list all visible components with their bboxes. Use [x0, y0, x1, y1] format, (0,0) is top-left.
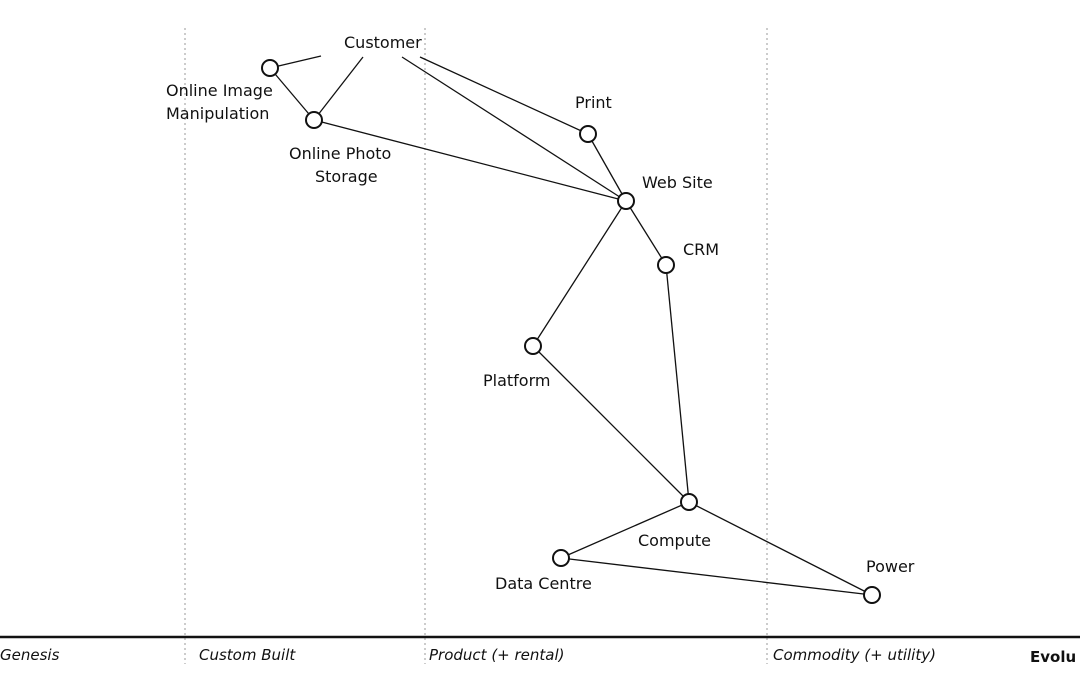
node-platform: [524, 337, 542, 355]
label-platform: Platform: [483, 371, 550, 390]
link-customer-print: [419, 56, 589, 135]
label-online-photo-line2: Storage: [315, 167, 378, 186]
label-data-centre: Data Centre: [495, 574, 592, 593]
label-online-image-line1: Online Image: [166, 81, 273, 100]
node-crm: [657, 256, 675, 274]
link-online-photo-web-site: [313, 119, 627, 202]
link-data-centre-power: [560, 557, 873, 596]
label-web-site: Web Site: [642, 173, 713, 192]
link-web-site-platform: [532, 200, 627, 347]
label-print: Print: [575, 93, 612, 112]
label-power: Power: [866, 557, 915, 576]
nodes: [261, 59, 881, 604]
link-customer-online-photo: [313, 56, 364, 121]
link-platform-compute: [532, 345, 690, 503]
stage-label-commodity: Commodity (+ utility): [773, 646, 936, 664]
link-compute-power: [688, 501, 873, 596]
label-online-image-line2: Manipulation: [166, 104, 269, 123]
links: [269, 55, 873, 596]
link-compute-data-centre: [560, 501, 690, 559]
node-compute: [680, 493, 698, 511]
label-online-photo-line1: Online Photo: [289, 144, 391, 163]
label-crm: CRM: [683, 240, 719, 259]
label-compute: Compute: [638, 531, 711, 550]
link-crm-compute: [665, 264, 690, 503]
node-online-photo-storage: [305, 111, 323, 129]
link-web-site-crm: [625, 200, 667, 266]
node-data-centre: [552, 549, 570, 567]
node-web-site: [617, 192, 635, 210]
link-print-web-site: [587, 133, 627, 202]
node-print: [579, 125, 597, 143]
stage-label-custom-built: Custom Built: [199, 646, 296, 664]
link-customer-web-site: [401, 56, 627, 202]
label-customer: Customer: [344, 33, 422, 52]
node-online-image-manipulation: [261, 59, 279, 77]
link-online-image-online-photo: [269, 67, 315, 121]
evolution-axis-title: Evolu: [1030, 648, 1076, 666]
node-power: [863, 586, 881, 604]
stage-label-product: Product (+ rental): [429, 646, 565, 664]
stage-label-genesis: Genesis: [0, 646, 60, 664]
